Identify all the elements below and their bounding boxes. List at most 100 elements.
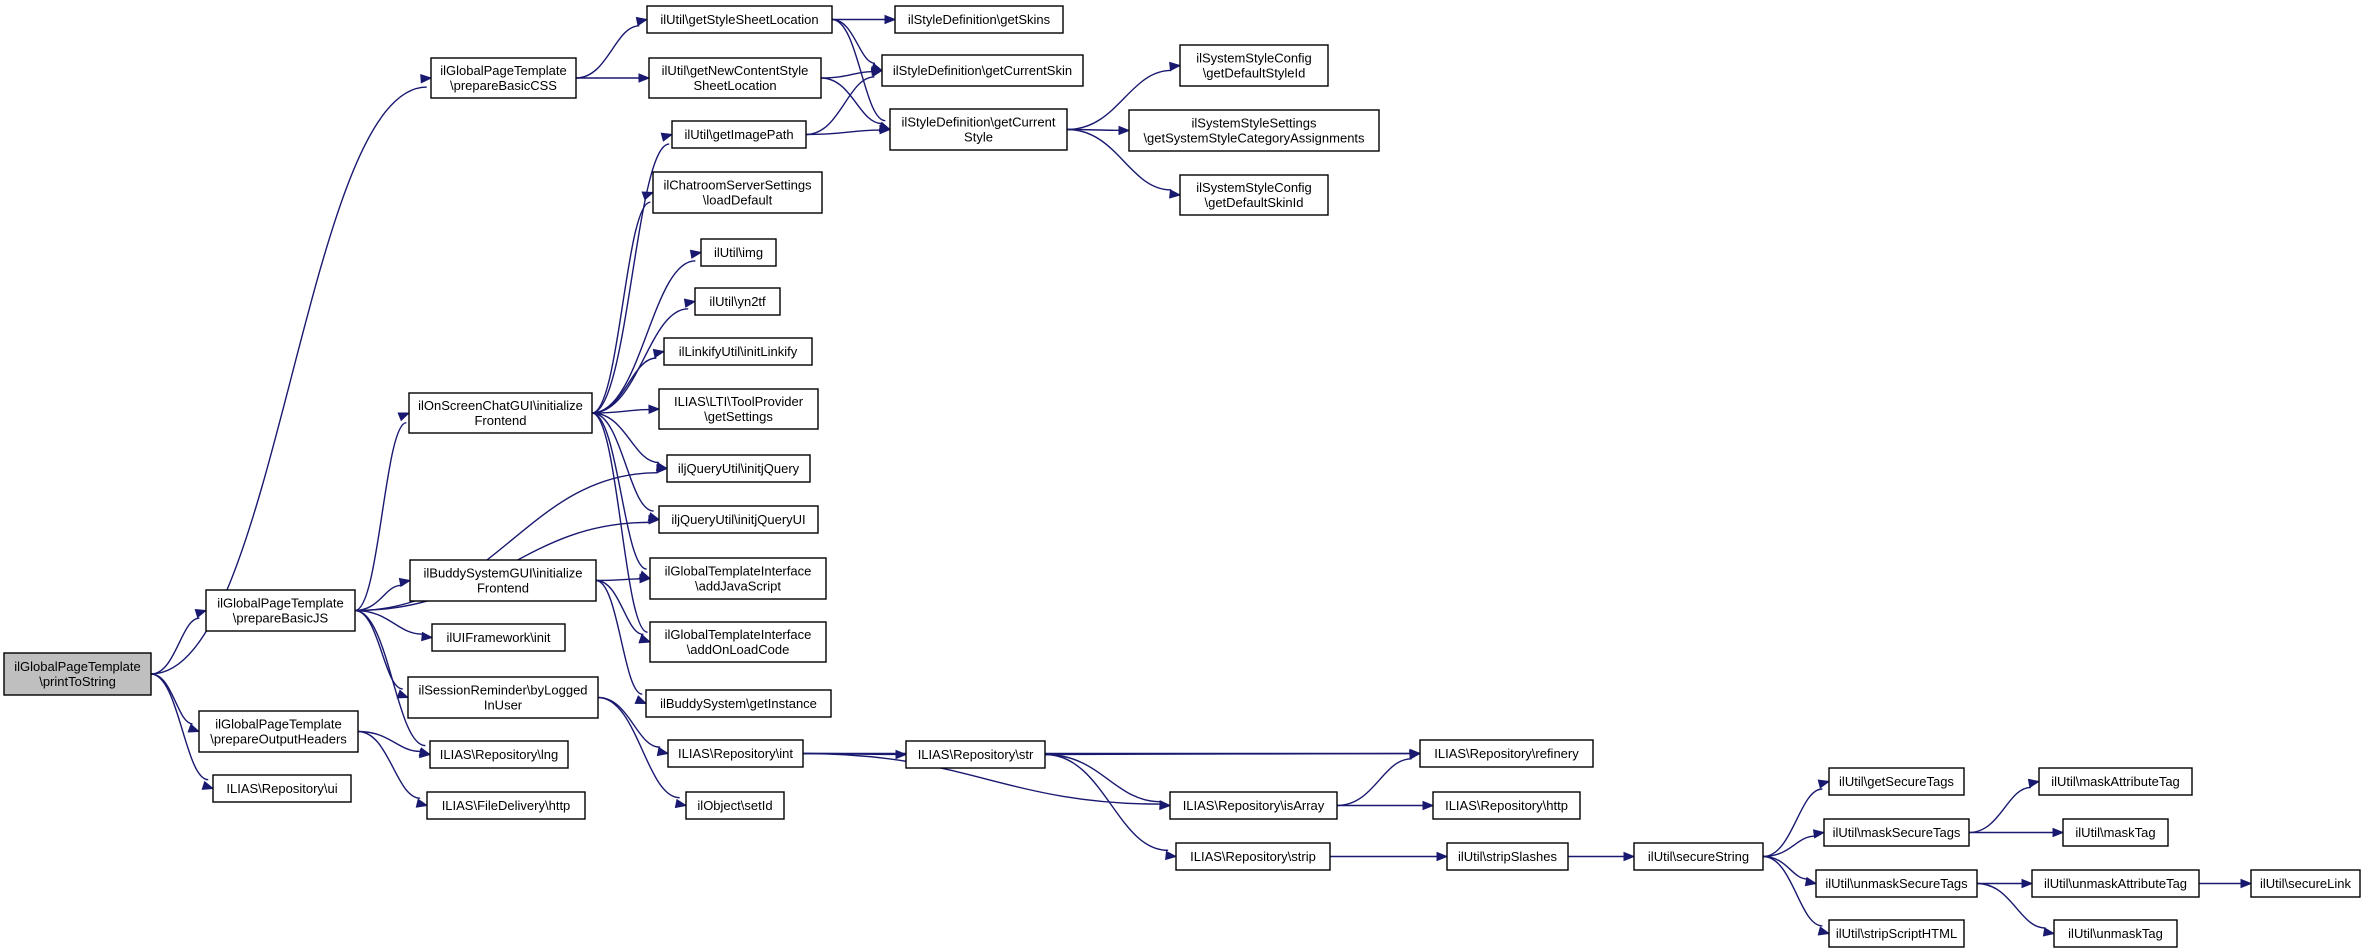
edge-n5-to-n7 — [832, 14, 897, 25]
node-box — [881, 54, 1084, 87]
node-label: ilGlobalPageTemplate — [14, 659, 140, 674]
node-box — [429, 740, 569, 769]
edge-n13-to-n8 — [805, 67, 884, 136]
node-ilias-repository-http[interactable]: ILIAS\Repository\http — [1432, 791, 1581, 820]
node-label: ilOnScreenChatGUI\initialize — [418, 398, 583, 413]
node-label: ilUtil\stripScriptHTML — [1836, 926, 1957, 941]
node-il-util-mask-secure-tags[interactable]: ilUtil\maskSecureTags — [1823, 818, 1970, 847]
node-ilias-repository-int[interactable]: ILIAS\Repository\int — [667, 739, 804, 768]
node-ilias-lti-tool-provider-get-settings[interactable]: ILIAS\LTI\ToolProvider\getSettings — [658, 388, 819, 430]
node-label: \printToString — [39, 674, 116, 689]
node-il-util-secure-string[interactable]: ilUtil\secureString — [1633, 842, 1764, 871]
node-label: ilStyleDefinition\getSkins — [908, 12, 1051, 27]
node-il-util-get-image-path[interactable]: ilUtil\getImagePath — [671, 120, 807, 149]
node-label: ilObject\setId — [697, 798, 772, 813]
node-label: ilUtil\getNewContentStyle — [662, 63, 809, 78]
node-box — [3, 652, 152, 696]
node-il-util-unmask-tag[interactable]: ilUtil\unmaskTag — [2053, 919, 2178, 948]
node-ilias-repository-is-array[interactable]: ILIAS\Repository\isArray — [1169, 791, 1338, 820]
edge-n9-to-n10 — [1066, 61, 1182, 131]
node-box — [894, 5, 1064, 34]
node-label: ilLinkifyUtil\initLinkify — [679, 344, 798, 359]
node-label: ilBuddySystemGUI\initialize — [424, 565, 583, 580]
edge-n34-to-n33 — [1336, 750, 1422, 807]
node-il-global-page-template-print-to-string[interactable]: ilGlobalPageTemplate\printToString — [3, 652, 152, 696]
edge-n0-to-n4 — [150, 673, 215, 790]
node-ilias-repository-str[interactable]: ILIAS\Repository\str — [905, 740, 1046, 769]
node-label: ilGlobalTemplateInterface — [665, 627, 812, 642]
node-il-style-definition-get-skins[interactable]: ilStyleDefinition\getSkins — [894, 5, 1064, 34]
node-ilj-query-util-initj-query-ui[interactable]: iljQueryUtil\initjQueryUI — [658, 505, 819, 534]
node-label: ILIAS\Repository\http — [1445, 798, 1568, 813]
node-il-linkify-util-init-linkify[interactable]: ilLinkifyUtil\initLinkify — [663, 337, 813, 366]
node-box — [658, 505, 819, 534]
node-il-util-secure-link[interactable]: ilUtil\secureLink — [2250, 869, 2361, 898]
node-il-global-template-interface-add-on-load-code[interactable]: ilGlobalTemplateInterface\addOnLoadCode — [649, 621, 827, 663]
node-il-global-template-interface-add-java-script[interactable]: ilGlobalTemplateInterface\addJavaScript — [649, 557, 827, 600]
node-il-util-unmask-secure-tags[interactable]: ilUtil\unmaskSecureTags — [1815, 869, 1978, 898]
node-ilj-query-util-initj-query[interactable]: iljQueryUtil\initjQuery — [666, 454, 811, 483]
edge-n25-to-n21 — [595, 573, 652, 584]
node-label: ilBuddySystem\getInstance — [660, 696, 817, 711]
edge-n24-to-n21 — [591, 412, 652, 580]
node-il-util-mask-attribute-tag[interactable]: ilUtil\maskAttributeTag — [2038, 767, 2193, 796]
node-box — [658, 388, 819, 430]
node-box — [2031, 869, 2200, 898]
node-label: ILIAS\Repository\strip — [1190, 849, 1316, 864]
node-box — [431, 623, 566, 652]
node-box — [652, 171, 823, 214]
node-label: \loadDefault — [703, 192, 773, 207]
node-box — [1828, 919, 1965, 948]
node-ilias-repository-ui[interactable]: ILIAS\Repository\ui — [212, 774, 352, 803]
node-ilias-repository-strip[interactable]: ILIAS\Repository\strip — [1175, 842, 1331, 871]
edge-n2-to-n26 — [354, 609, 434, 642]
node-label: ilGlobalPageTemplate — [440, 63, 566, 78]
node-ilias-file-delivery-http[interactable]: ILIAS\FileDelivery\http — [426, 791, 586, 820]
node-ilias-repository-refinery[interactable]: ILIAS\Repository\refinery — [1419, 739, 1594, 768]
node-il-object-set-id[interactable]: ilObject\setId — [685, 791, 785, 820]
node-il-style-definition-get-current-skin[interactable]: ilStyleDefinition\getCurrentSkin — [881, 54, 1084, 87]
node-label: ilChatroomServerSettings — [663, 177, 812, 192]
node-il-global-page-template-prepare-basic-js[interactable]: ilGlobalPageTemplate\prepareBasicJS — [205, 589, 356, 632]
node-box — [649, 557, 827, 600]
edge-n30-to-n32 — [802, 749, 908, 760]
node-ilias-repository-lng[interactable]: ILIAS\Repository\lng — [429, 740, 569, 769]
node-il-buddy-system-get-instance[interactable]: ilBuddySystem\getInstance — [645, 689, 832, 718]
node-il-system-style-config-get-default-skin-id[interactable]: ilSystemStyleConfig\getDefaultSkinId — [1179, 174, 1329, 216]
node-il-util-mask-tag[interactable]: ilUtil\maskTag — [2062, 818, 2169, 847]
node-il-util-get-style-sheet-location[interactable]: ilUtil\getStyleSheetLocation — [646, 5, 833, 34]
node-label: ILIAS\Repository\isArray — [1183, 798, 1325, 813]
node-il-uiframework-init[interactable]: ilUIFramework\init — [431, 623, 566, 652]
node-label: ilUtil\unmaskTag — [2068, 926, 2163, 941]
edge-n40-to-n43 — [1968, 778, 2041, 834]
node-il-util-strip-script-html[interactable]: ilUtil\stripScriptHTML — [1828, 919, 1965, 948]
node-label: ilSystemStyleConfig — [1196, 180, 1312, 195]
node-box — [889, 108, 1068, 151]
node-label: \getSettings — [704, 409, 773, 424]
edge-n32-to-n36 — [1044, 753, 1178, 861]
node-il-chatroom-server-settings-load-default[interactable]: ilChatroomServerSettings\loadDefault — [652, 171, 823, 214]
node-il-util-img[interactable]: ilUtil\img — [700, 238, 777, 267]
node-il-system-style-config-get-default-style-id[interactable]: ilSystemStyleConfig\getDefaultStyleId — [1179, 44, 1329, 87]
node-il-util-unmask-attribute-tag[interactable]: ilUtil\unmaskAttributeTag — [2031, 869, 2200, 898]
node-il-global-page-template-prepare-basic-css[interactable]: ilGlobalPageTemplate\prepareBasicCSS — [430, 57, 577, 99]
node-il-util-get-secure-tags[interactable]: ilUtil\getSecureTags — [1828, 767, 1965, 796]
node-il-util-strip-slashes[interactable]: ilUtil\stripSlashes — [1446, 842, 1569, 871]
node-label: ilUtil\getStyleSheetLocation — [660, 12, 818, 27]
node-il-system-style-settings-get-system-style-category-assignments[interactable]: ilSystemStyleSettings\getSystemStyleCate… — [1128, 109, 1380, 152]
node-box — [1179, 44, 1329, 87]
node-label: ilUtil\getSecureTags — [1839, 774, 1954, 789]
node-label: ILIAS\FileDelivery\http — [442, 798, 571, 813]
node-il-global-page-template-prepare-output-headers[interactable]: ilGlobalPageTemplate\prepareOutputHeader… — [198, 710, 359, 753]
node-label: iljQueryUtil\initjQueryUI — [671, 512, 805, 527]
node-il-util-yn2tf[interactable]: ilUtil\yn2tf — [694, 287, 781, 316]
edge-n24-to-n13 — [591, 132, 674, 414]
edge-n5-to-n9 — [831, 18, 892, 131]
node-label: SheetLocation — [693, 78, 776, 93]
edge-n38-to-n42 — [1762, 855, 1831, 936]
